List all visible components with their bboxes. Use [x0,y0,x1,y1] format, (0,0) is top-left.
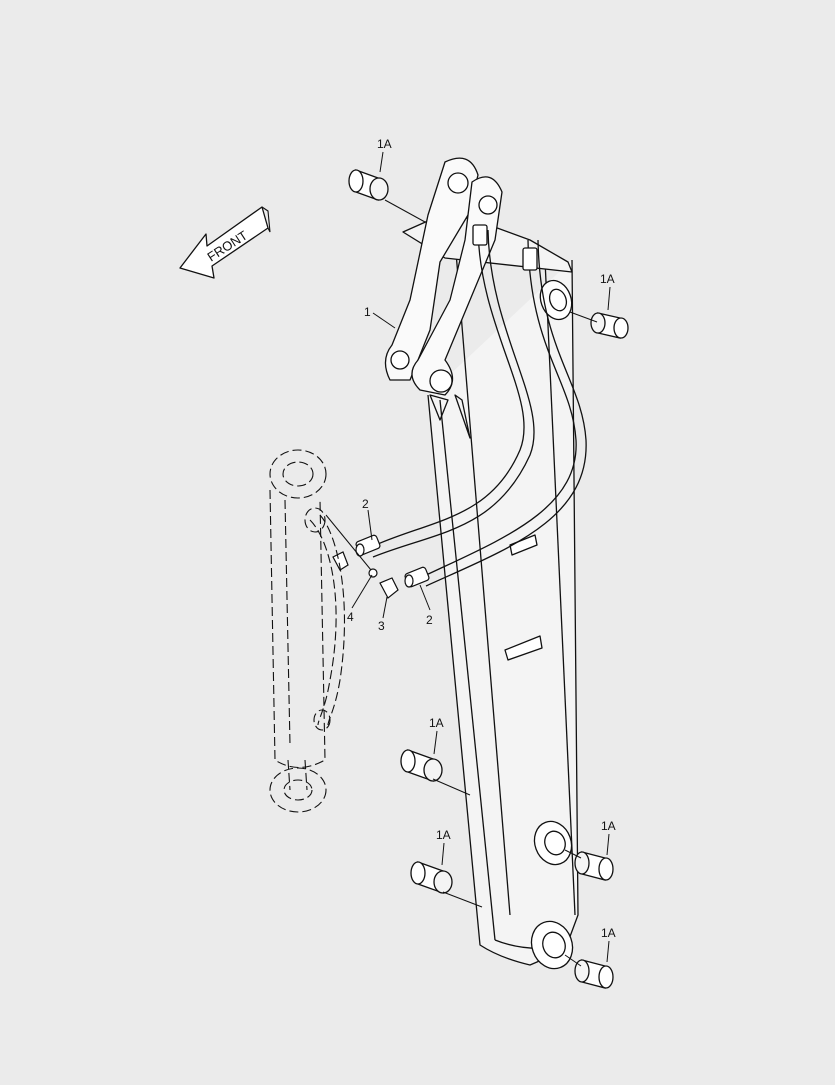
bushing-bottom-right [574,959,614,989]
bushing-low-left [410,861,453,894]
bushing-top-left [348,169,389,201]
callout-bush-low-right: 1A [601,819,616,833]
bushing-mid-left [400,749,443,782]
callout-o-ring: 4 [347,610,354,624]
hydraulic-hoses [370,224,587,587]
leader-lines [325,151,611,967]
callout-bush-mid-left: 1A [429,716,444,730]
callout-bush-top-left: 1A [377,137,392,151]
callout-hose-upper: 2 [362,497,369,511]
callout-hose-lower: 2 [426,613,433,627]
hose-fittings [355,534,430,588]
cylinder-dashed [269,449,345,813]
callout-labels: 1A 1A 1 2 2 4 3 1A 1A 1A 1A [347,137,616,940]
front-arrow-icon: FRONT [179,206,271,279]
bushings [348,169,629,989]
bushing-top-right [590,312,629,339]
callout-bush-bottom-right: 1A [601,926,616,940]
callout-bush-low-left: 1A [436,828,451,842]
callout-arm: 1 [364,305,371,319]
callout-bush-top-right: 1A [600,272,615,286]
bushing-low-right [574,851,614,881]
elbow-parts [332,551,399,599]
callout-elbow: 3 [378,619,385,633]
arm-body [384,157,579,970]
